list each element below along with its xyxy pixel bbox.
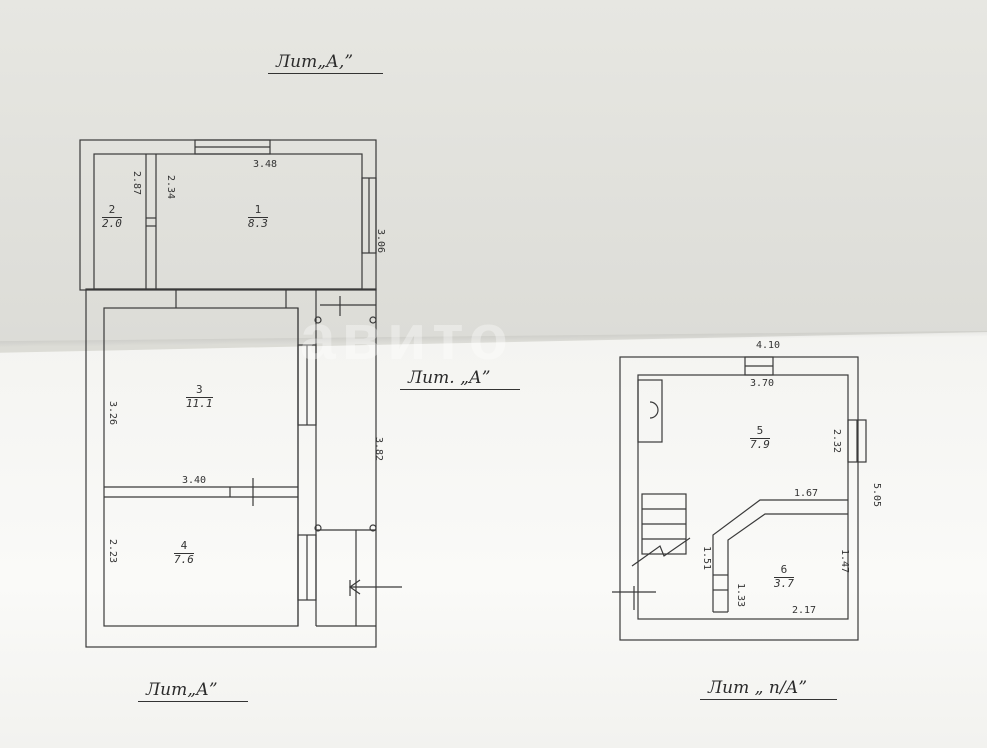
paper-upper-sheet xyxy=(0,0,987,345)
dim-room6-top: 1.67 xyxy=(794,488,819,499)
dim-room1-height: 3.06 xyxy=(375,228,387,254)
dim-room5-side: 2.32 xyxy=(831,428,843,454)
dim-room3-width: 3.40 xyxy=(182,475,207,486)
dim-room2-b: 2.34 xyxy=(165,174,177,200)
annex-outer xyxy=(619,356,859,641)
title-middle: Лит. „А” xyxy=(400,368,521,390)
watermark: авито xyxy=(300,301,514,373)
lower-block-outer xyxy=(85,288,377,648)
dim-room6-right: 1.47 xyxy=(839,548,851,574)
annex-inner xyxy=(637,374,849,620)
title-bottom-right: Лит „ п/А” xyxy=(700,678,838,700)
dim-room4-height: 2.23 xyxy=(107,538,119,564)
dim-room2-a: 2.87 xyxy=(131,170,143,196)
title-bottom-left: Лит„А” xyxy=(138,680,248,702)
upper-block-outer xyxy=(79,139,377,291)
title-top-left: Лит„А,” xyxy=(268,52,384,74)
dim-room6-left2: 1.33 xyxy=(735,582,747,608)
dim-room1-width: 3.48 xyxy=(253,159,278,170)
dim-room6-left: 1.51 xyxy=(701,545,713,571)
rooms-3-4-inner xyxy=(103,307,299,627)
dim-room3-height: 3.26 xyxy=(107,400,119,426)
paper-lower-sheet xyxy=(0,332,987,748)
dim-annex-outer: 4.10 xyxy=(756,340,781,351)
dim-annex-inner: 3.70 xyxy=(750,378,775,389)
dim-room6-bottom: 2.17 xyxy=(792,605,817,616)
dim-annex-side: 5.05 xyxy=(871,482,883,508)
dim-main-side: 3.82 xyxy=(373,436,385,462)
